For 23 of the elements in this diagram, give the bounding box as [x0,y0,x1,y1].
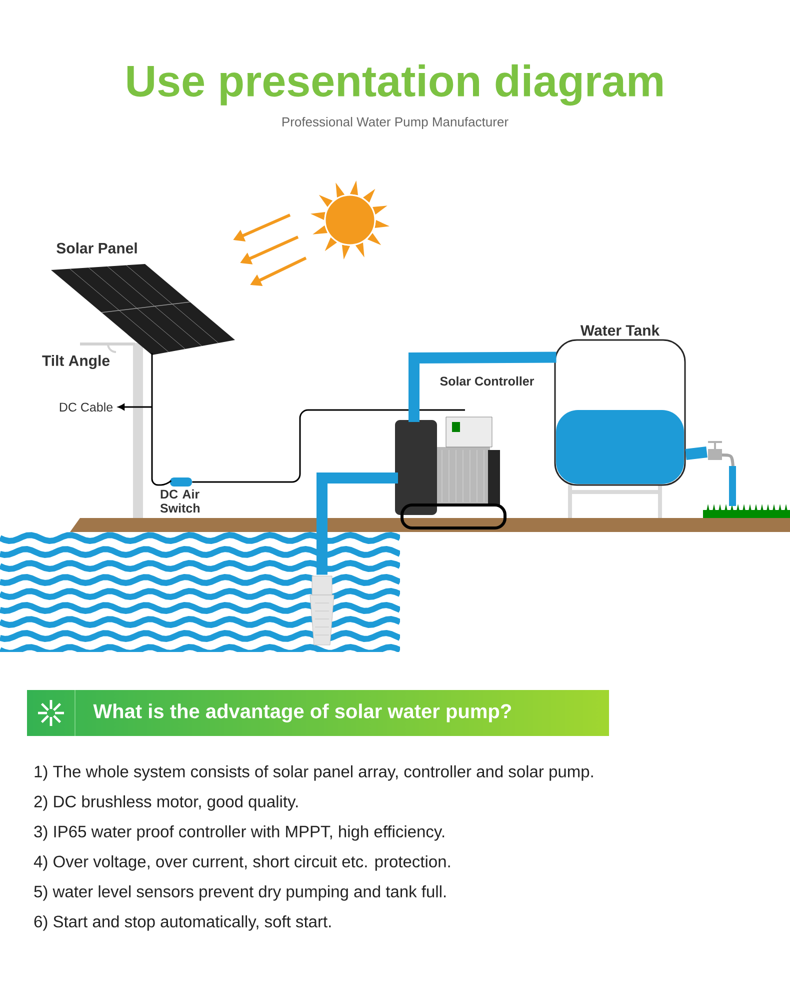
list-item: 3) IP65 water proof controller with MPPT, high efficiency. [34,825,444,841]
faucet-drawing [707,441,736,506]
part-label: DC Cable [60,402,113,412]
tank-box: Water Tank [554,324,686,486]
pipe [316,472,398,575]
leader-line [118,404,152,410]
part-label: Solar Panel [56,242,137,254]
pipe [408,352,556,422]
foot-valve-drawing [310,576,334,646]
node-label: Water Tank [580,324,660,336]
part-label: Solar Controller [440,376,534,386]
list-item: 1) The whole system consists of solar panel array, controller and solar pump. [34,765,593,781]
list-item: 4) Over voltage, over current, short circuit etc. protection. [34,855,450,871]
part-label: Tilt Angle [42,354,110,370]
part-label: DC Air Switch [160,489,200,513]
list-item: 6) Start and stop automatically, soft start. [34,915,331,931]
banner: What is the advantage of solar water pump? [27,690,609,736]
subtitle: Professional Water Pump Manufacturer [282,116,508,130]
list-item: 5) water level sensors prevent dry pumping and tank full. [34,885,446,901]
list-item: 2) DC brushless motor, good quality. [34,795,298,811]
title: Use presentation diagram [127,64,662,106]
cable [151,353,172,486]
pipe [685,446,708,460]
